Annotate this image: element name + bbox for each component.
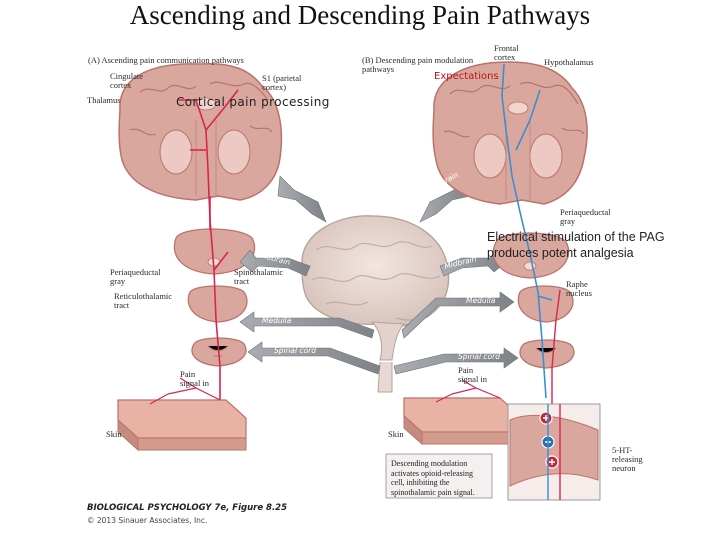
left-brain-section — [118, 62, 283, 201]
left-skin-block — [117, 377, 247, 452]
label-skin-right: Skin — [388, 429, 404, 439]
label-pag-right: Periaqueductal gray — [560, 207, 611, 226]
arrow-label-spinal-left: Spinal cord — [274, 346, 316, 355]
label-pag-left: Periaqueductal gray — [110, 267, 161, 286]
label-thalamus: Thalamus — [87, 95, 121, 105]
arrow-medulla-left — [239, 311, 375, 339]
overlay-pag-note: Electrical stimulation of the PAG produc… — [487, 230, 665, 260]
label-5ht-neuron: 5-HT- releasing neuron — [612, 445, 643, 473]
label-skin-left: Skin — [106, 429, 122, 439]
description-box — [385, 453, 493, 499]
arrow-label-medulla-left: Medulla — [262, 316, 292, 325]
left-medulla-slice — [187, 285, 248, 323]
label-frontal: Frontal cortex — [494, 43, 519, 62]
center-brain-lateral — [301, 215, 450, 393]
right-brain-section — [432, 61, 588, 205]
label-s1: S1 (parietal cortex) — [262, 73, 302, 92]
right-spinal-slice — [519, 339, 575, 369]
page-title: Ascending and Descending Pain Pathways — [129, 0, 591, 30]
label-hypothalamus: Hypothalamus — [544, 57, 594, 67]
overlay-expectations: Expectations — [434, 71, 499, 82]
arrow-spinal-right — [393, 347, 519, 375]
right-skin-block — [403, 379, 519, 446]
label-reticulothalamic: Reticulothalamic tract — [114, 291, 173, 310]
panel-a-heading: (A) Ascending pain communication pathway… — [88, 55, 244, 65]
label-pain-signal-left: Pain signal in — [180, 369, 210, 388]
descending-pathway — [501, 63, 553, 399]
label-spinothalamic: Spinothalamic tract — [234, 267, 284, 286]
label-cingulate: Cingulate cortex — [110, 71, 144, 90]
ascending-pathway — [178, 89, 239, 400]
synapse-inset — [507, 403, 601, 501]
label-raphe: Raphe nucleus — [566, 279, 592, 298]
description-box-text: Descending modulation activates opioid-r… — [391, 459, 475, 497]
figure-credit: BIOLOGICAL PSYCHOLOGY 7e, Figure 8.25 — [87, 503, 288, 513]
arrow-spinal-left — [247, 341, 381, 375]
arrow-medulla-right — [401, 291, 515, 339]
overlay-cortical-processing: Cortical pain processing — [176, 95, 330, 109]
copyright-note: © 2013 Sinauer Associates, Inc. — [87, 516, 208, 525]
arrow-forebrain-left — [277, 175, 327, 223]
label-pain-signal-right: Pain signal in — [458, 365, 488, 384]
arrow-midbrain-left — [239, 249, 311, 277]
arrow-label-medulla-right: Medulla — [466, 296, 496, 305]
arrow-label-spinal-right: Spinal cord — [458, 352, 500, 361]
panel-b-heading: (B) Descending pain modulation pathways — [362, 55, 474, 74]
right-medulla-slice — [517, 285, 574, 323]
